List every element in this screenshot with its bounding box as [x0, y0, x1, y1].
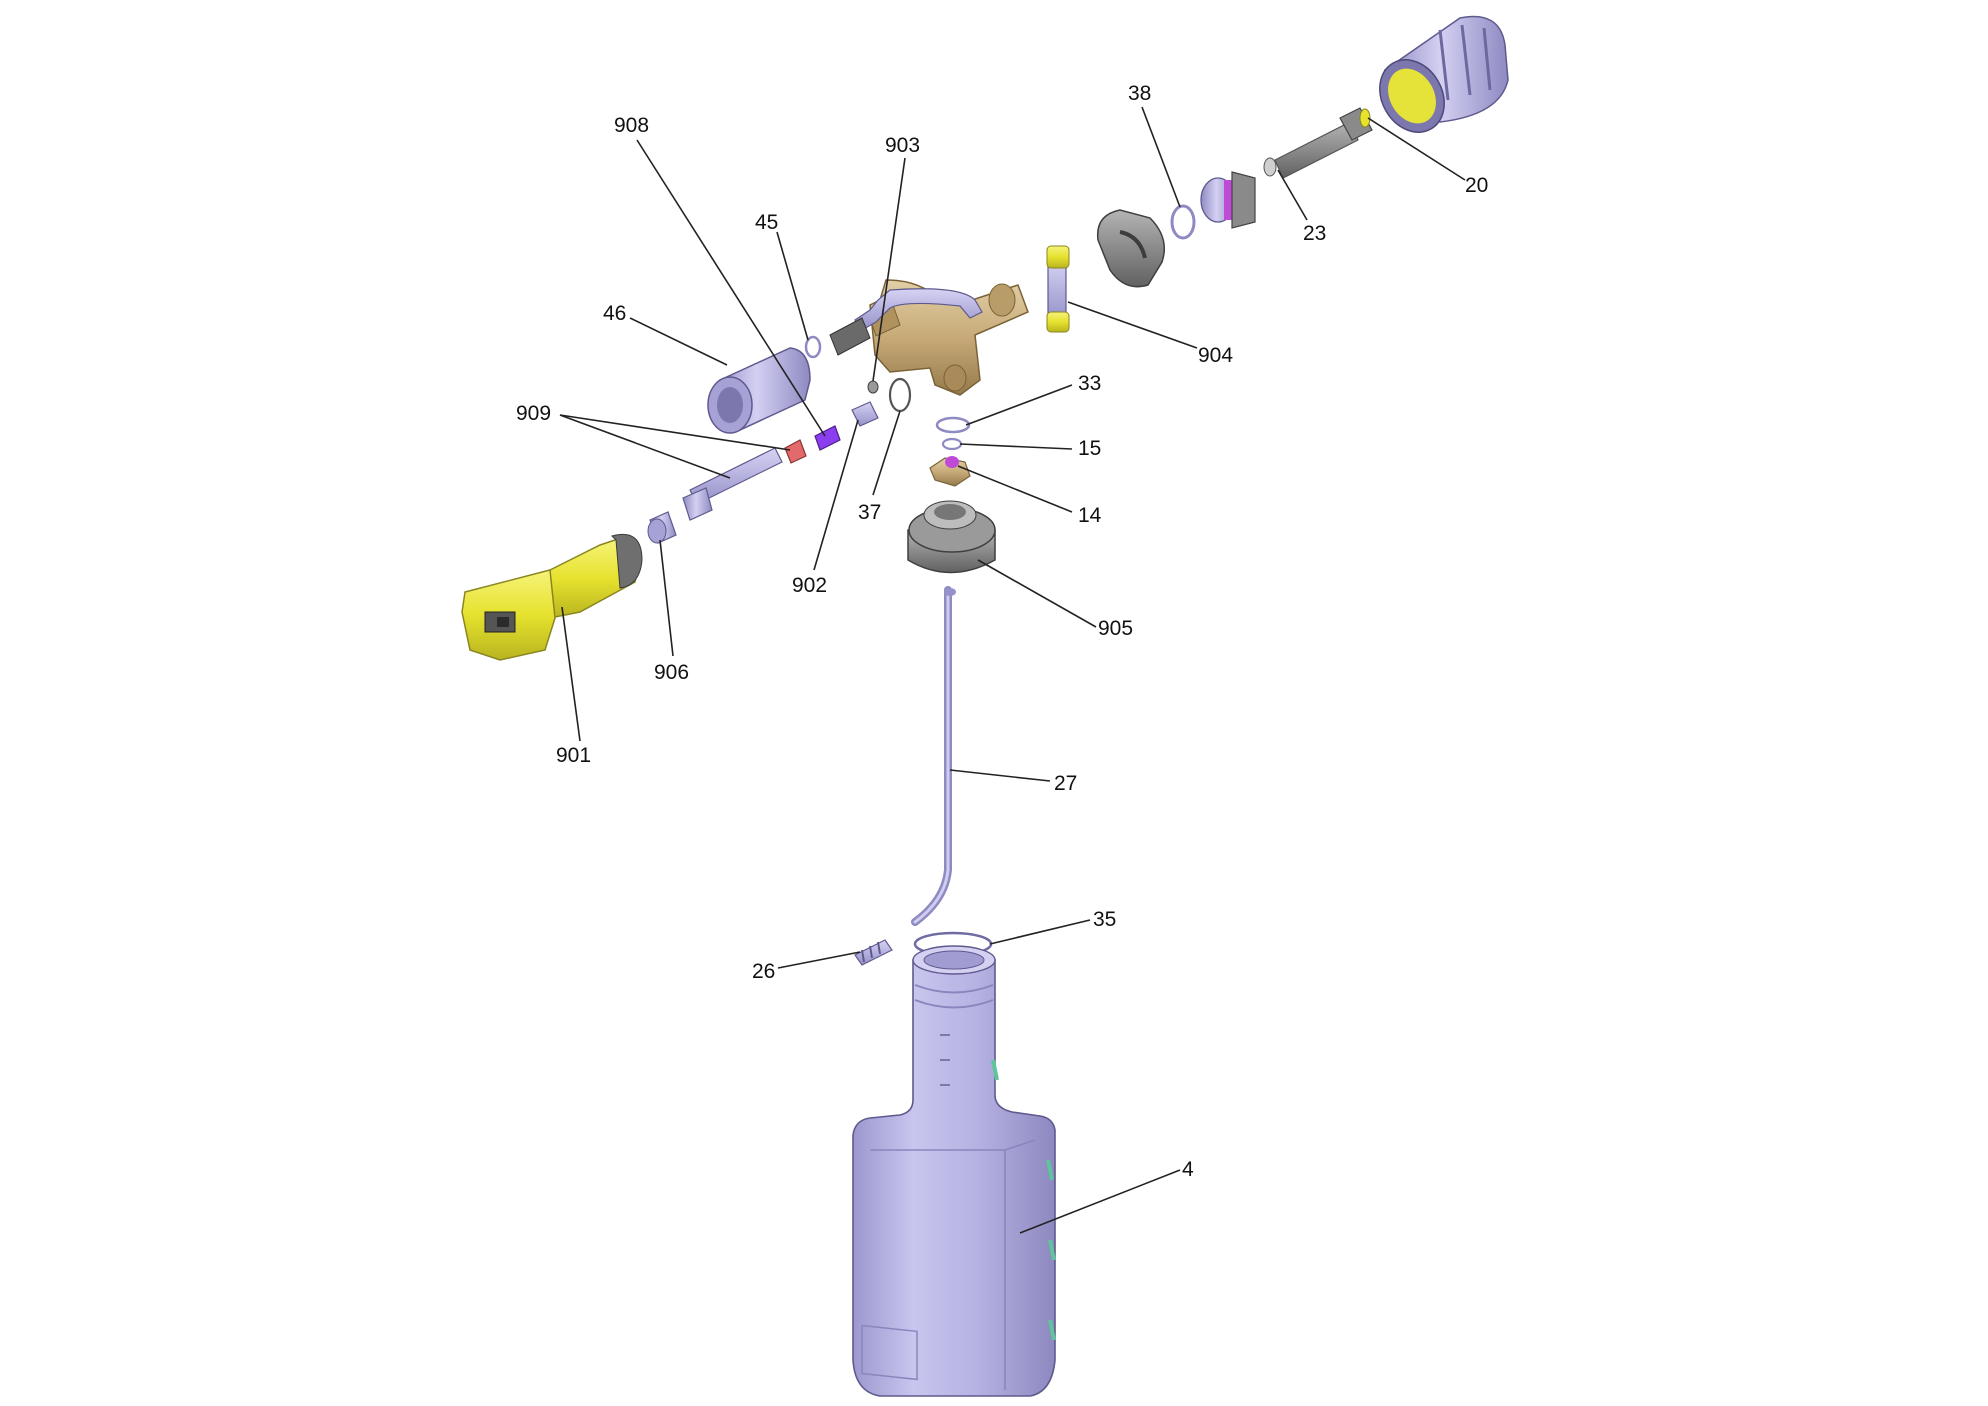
part-15-oring [941, 437, 963, 451]
part-37-oring [888, 377, 912, 413]
part-connector [1200, 171, 1256, 229]
callout-37: 37 [858, 501, 881, 524]
part-clip [1096, 209, 1165, 288]
part-904-spool [1046, 245, 1070, 333]
leader-35 [989, 919, 1091, 945]
callout-46: 46 [603, 302, 626, 325]
leader-904 [1067, 301, 1198, 349]
callout-14: 14 [1078, 504, 1102, 527]
part-26-filter [854, 939, 893, 966]
callout-45: 45 [755, 211, 778, 234]
part-902-sleeve [851, 401, 879, 427]
part-906-cap [647, 511, 677, 544]
leader-26 [777, 951, 861, 969]
part-908-jet [814, 425, 841, 451]
callout-903: 903 [885, 134, 920, 157]
leader-15 [959, 443, 1073, 450]
part-45-fitting [804, 317, 871, 359]
callout-906: 906 [654, 661, 689, 684]
part-909-assembly [682, 439, 807, 521]
part-tube [854, 288, 983, 331]
callout-26: 26 [752, 960, 775, 983]
leader-27 [949, 769, 1051, 782]
leader-903 [872, 157, 906, 382]
callout-27: 27 [1054, 772, 1077, 795]
leader-14 [957, 465, 1073, 513]
leader-906 [659, 539, 674, 657]
callout-33: 33 [1078, 372, 1101, 395]
part-901-yellow-nozzle [461, 534, 643, 661]
leader-902 [813, 419, 859, 571]
callout-905: 905 [1098, 617, 1133, 640]
callout-23: 23 [1303, 222, 1326, 245]
callout-909: 909 [516, 402, 551, 425]
leader-20 [1367, 117, 1466, 181]
callout-38: 38 [1128, 82, 1151, 105]
part-903-ball [867, 380, 879, 394]
part-brass-body [867, 279, 1029, 396]
part-23-nozzle [1263, 107, 1373, 179]
part-4-bottle [852, 945, 1056, 1397]
callout-35: 35 [1093, 908, 1116, 931]
part-46-sleeve [707, 347, 811, 434]
callout-20: 20 [1465, 174, 1488, 197]
part-20-nut [1379, 15, 1509, 133]
leader-908 [636, 139, 826, 437]
part-27-hose [911, 586, 956, 926]
callout-902: 902 [792, 574, 827, 597]
leader-909a [559, 414, 791, 451]
leader-23 [1277, 169, 1308, 221]
callout-904: 904 [1198, 344, 1233, 367]
part-905-cap [907, 500, 996, 574]
part-14-fitting [929, 456, 971, 487]
leader-4 [1019, 1169, 1181, 1234]
callout-901: 901 [556, 744, 591, 767]
leader-901 [561, 606, 581, 742]
part-33-oring [935, 416, 971, 434]
leader-33 [965, 384, 1073, 426]
callout-4: 4 [1182, 1158, 1194, 1181]
leader-46 [629, 317, 728, 366]
leader-905 [977, 559, 1097, 628]
leader-45 [776, 231, 809, 341]
leader-38 [1141, 106, 1181, 208]
leader-37 [872, 410, 901, 496]
callout-15: 15 [1078, 437, 1101, 460]
part-38-oring [1170, 204, 1196, 240]
leader-909b [559, 414, 731, 479]
callout-908: 908 [614, 114, 649, 137]
